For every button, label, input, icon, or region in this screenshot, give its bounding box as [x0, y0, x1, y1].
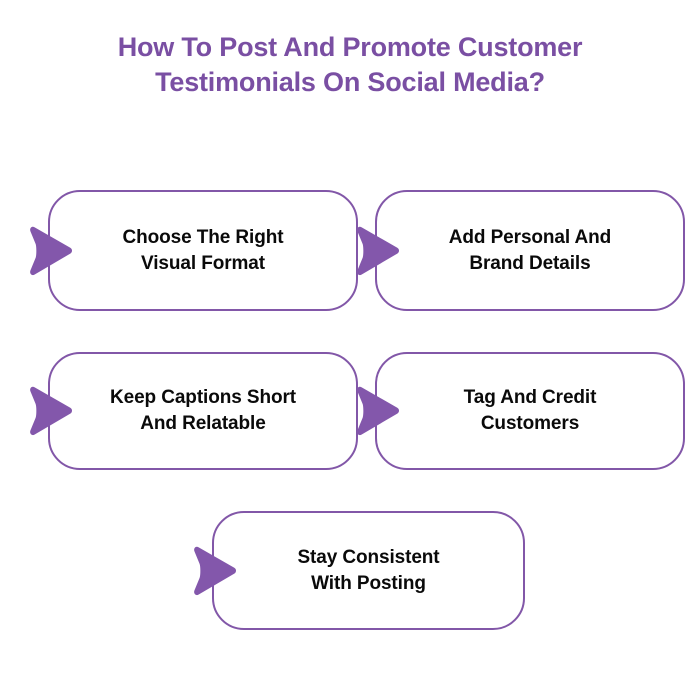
step-box-2-line-1: Add Personal And — [448, 226, 612, 248]
step-box-4-line-2: Customers — [480, 413, 580, 434]
step-box-4-label: Tag And Credit Customers — [438, 385, 623, 437]
page-title-line-2: Testimonials On Social Media? — [155, 67, 545, 97]
page-title-line-1: How To Post And Promote Customer — [117, 32, 583, 62]
step-box-5[interactable]: Stay Consistent With Posting — [212, 511, 525, 630]
step-box-2-label: Add Personal And Brand Details — [423, 225, 637, 277]
step-box-3-line-2: And Relatable — [140, 413, 266, 434]
page-title: How To Post And Promote Customer Testimo… — [0, 30, 700, 100]
step-box-3[interactable]: Keep Captions Short And Relatable — [48, 352, 358, 470]
step-box-5-label: Stay Consistent With Posting — [271, 545, 465, 597]
step-box-1-line-1: Choose The Right — [122, 226, 284, 248]
step-box-1-line-2: Visual Format — [140, 252, 265, 274]
step-box-2-line-2: Brand Details — [469, 252, 591, 274]
step-box-5-line-1: Stay Consistent — [297, 546, 440, 568]
step-box-2[interactable]: Add Personal And Brand Details — [375, 190, 685, 311]
step-box-3-line-1: Keep Captions Short — [109, 387, 296, 408]
step-box-4-line-1: Tag And Credit — [463, 387, 597, 408]
step-box-3-label: Keep Captions Short And Relatable — [84, 385, 322, 437]
step-box-1-label: Choose The Right Visual Format — [97, 225, 310, 277]
step-box-4[interactable]: Tag And Credit Customers — [375, 352, 685, 470]
step-box-1[interactable]: Choose The Right Visual Format — [48, 190, 358, 311]
step-box-5-line-2: With Posting — [311, 572, 426, 594]
